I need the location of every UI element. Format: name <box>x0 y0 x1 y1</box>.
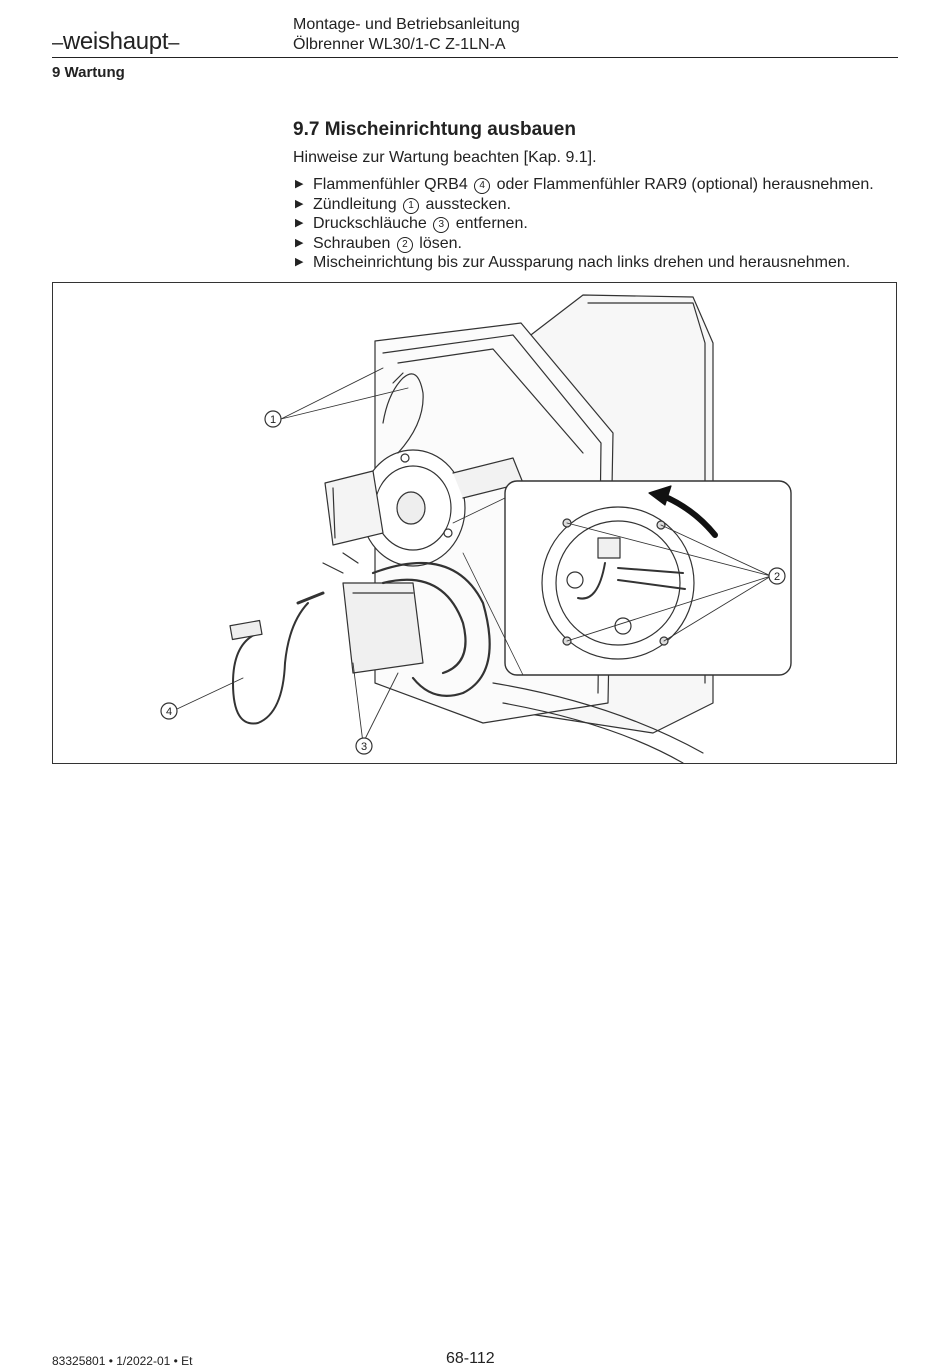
step-text: lösen. <box>419 234 462 252</box>
detail-hub <box>566 571 584 589</box>
document-title-line-1: Montage- und Betriebsanleitung <box>293 16 520 33</box>
detail-connector <box>597 537 621 559</box>
document-code: 83325801 • 1/2022-01 • Et <box>52 1354 193 1368</box>
step-item: ▶ Schrauben 2 lösen. <box>293 234 874 254</box>
rotation-arrow-head-icon <box>648 485 672 506</box>
detail-plate <box>541 506 695 660</box>
leader-line-4 <box>176 677 244 710</box>
callout-label: 1 <box>270 414 276 426</box>
callout-circle <box>355 737 373 755</box>
ignition-cable <box>382 373 424 454</box>
control-box-edge <box>332 487 336 539</box>
step-list: ▶ Flammenfühler QRB4 4 oder Flammenfühle… <box>293 175 874 273</box>
callout-number: 4 <box>474 178 491 194</box>
callout-label: 3 <box>361 741 367 753</box>
callout-circle <box>160 702 178 720</box>
callout-number: 2 <box>396 236 413 253</box>
leader-line-2 <box>566 522 772 642</box>
screw <box>443 528 453 538</box>
leader-line-1 <box>280 367 409 420</box>
flame-tube <box>452 457 524 499</box>
flame-sensor-cable <box>232 602 309 725</box>
step-text: Flammenfühler QRB4 <box>313 176 468 193</box>
bullet-arrow-icon: ▶ <box>295 217 304 229</box>
page-number: 68-112 <box>446 1350 495 1367</box>
logo-text: weishaupt <box>62 28 169 55</box>
flame-sensor <box>296 591 325 605</box>
section-title: 9.7 Mischeinrichtung ausbauen <box>293 119 576 140</box>
pressure-hose <box>371 561 491 697</box>
callout-circle <box>264 410 282 428</box>
housing-inner-edge <box>397 348 584 454</box>
document-title: Montage- und Betriebsanleitung Ölbrenner… <box>293 15 520 55</box>
bullet-arrow-icon: ▶ <box>295 236 304 249</box>
lower-tube <box>492 682 704 764</box>
step-item: ▶ Mischeinrichtung bis zur Aussparung na… <box>293 253 874 273</box>
callout-label: 4 <box>166 706 172 718</box>
leader-line-3 <box>352 662 399 744</box>
header-rule <box>52 57 898 58</box>
mixing-plate-hub <box>396 491 426 525</box>
step-item: ▶ Flammenfühler QRB4 4 oder Flammenfühle… <box>293 175 874 195</box>
callout-number: 3 <box>433 217 450 233</box>
detail-cable <box>577 562 686 600</box>
chapter-heading: 9 Wartung <box>52 64 125 81</box>
hose-fitting <box>322 552 359 574</box>
ignition-cable-plug <box>392 372 404 384</box>
step-text: Druckschläuche <box>313 215 427 232</box>
intro-text: Hinweise zur Wartung beachten [Kap. 9.1]… <box>293 149 597 166</box>
weishaupt-logo: –weishaupt– <box>52 28 180 55</box>
control-box <box>324 470 384 546</box>
oil-pump <box>342 582 424 674</box>
step-text: Schrauben <box>313 234 391 252</box>
flame-sensor-plug <box>229 619 263 641</box>
bullet-arrow-icon: ▶ <box>295 197 304 210</box>
screw <box>400 453 410 463</box>
burner-drawing: 1 2 3 4 <box>160 294 792 764</box>
step-text: oder Flammenfühler RAR9 (optional) herau… <box>496 176 874 193</box>
pressure-hose <box>381 578 467 675</box>
callout-label: 2 <box>774 571 780 583</box>
burner-illustration: 1 2 3 4 <box>52 282 897 764</box>
detail-plate-ring <box>555 520 681 646</box>
step-text: ausstecken. <box>425 195 511 213</box>
bullet-arrow-icon: ▶ <box>295 178 304 190</box>
step-text: entfernen. <box>455 215 528 232</box>
step-item: ▶ Zündleitung 1 ausstecken. <box>293 195 874 215</box>
inset-leader <box>452 497 524 676</box>
callout-number: 1 <box>403 197 420 214</box>
step-item: ▶ Druckschläuche 3 entfernen. <box>293 214 874 234</box>
bullet-arrow-icon: ▶ <box>295 256 304 268</box>
document-title-line-2: Ölbrenner WL30/1-C Z-1LN-A <box>293 36 506 53</box>
step-text: Zündleitung <box>313 195 397 213</box>
step-text: Mischeinrichtung bis zur Aussparung nach… <box>313 254 851 271</box>
callout-circle <box>768 567 786 585</box>
